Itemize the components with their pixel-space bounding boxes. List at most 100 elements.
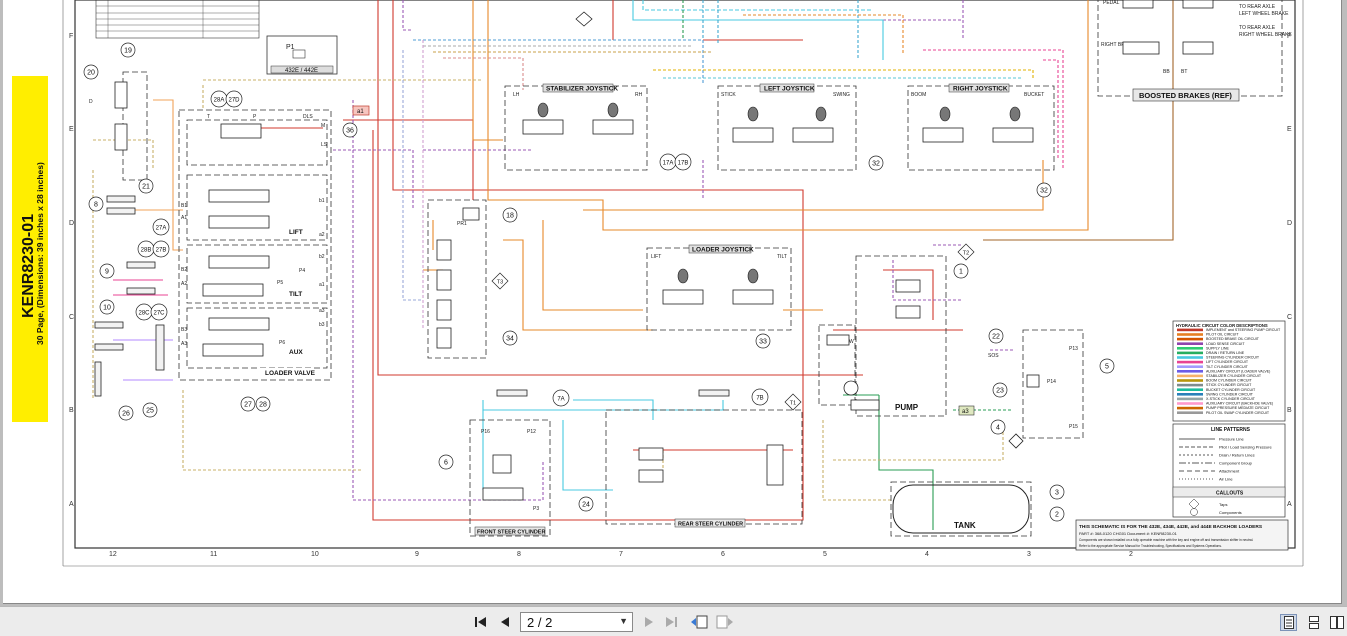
label-p15: P15 <box>1069 424 1078 430</box>
callout-22: 22 <box>992 334 1000 341</box>
legend-label: IMPLEMENT and STEERING PUMP CIRCUIT <box>1206 328 1281 332</box>
callout-10: 10 <box>103 305 111 312</box>
grid-row: C <box>1287 314 1292 321</box>
label-stick: STICK <box>721 92 736 98</box>
label-tank: TANK <box>954 521 976 530</box>
legend-swatch <box>1177 351 1203 355</box>
callout-4: 4 <box>996 425 1000 432</box>
callout-7b: 7B <box>756 396 763 402</box>
tag-a1: a1 <box>357 109 364 115</box>
chevron-down-icon: ▼ <box>619 616 628 626</box>
legend-swatch <box>1177 383 1203 387</box>
label-b2: B2 <box>181 267 187 273</box>
callouts: 19 20 21 8 27A 28A 27D 36 28B 27B 9 10 2… <box>83 42 1115 522</box>
label-left-wheel-brake: LEFT WHEEL BRAKE <box>1239 11 1289 17</box>
legend-swatch <box>1177 379 1203 382</box>
continuous-view-button[interactable] <box>1305 614 1322 631</box>
document-stamp <box>12 76 48 422</box>
legend-label: LIFT CYLINDER CIRCUIT <box>1206 360 1249 364</box>
label-bt: BT <box>1181 69 1187 75</box>
callout-27b: 27B <box>156 248 167 254</box>
label-a1r: a1 <box>319 282 325 288</box>
legend-label: PILOT OIL SWAP CYLINDER CIRCUIT <box>1206 411 1270 415</box>
label-to-rear-axle-right: TO REAR AXLE <box>1239 25 1276 31</box>
line-pattern: Attachment <box>1219 469 1240 474</box>
legend-label: DRAIN / RETURN LINE <box>1206 351 1245 355</box>
title-block-text: THIS SCHEMATIC IS FOR THE 432E, 434E, 44… <box>1079 524 1263 530</box>
line-pattern: Pilot / Load Sensing Pressure <box>1219 445 1272 450</box>
callout-28c: 28C <box>138 311 150 317</box>
drawing-frame <box>74 0 1296 549</box>
valve-symbols <box>114 0 1214 501</box>
legend-swatch <box>1177 356 1203 359</box>
previous-page-button[interactable] <box>496 613 514 631</box>
next-page-button[interactable] <box>640 613 658 631</box>
page-note: 30 Page, (Dimensions: 39 inches x 28 inc… <box>35 162 45 345</box>
grid-col: 7 <box>619 551 623 558</box>
label-aux: AUX <box>289 349 303 356</box>
legend-swatch <box>1177 406 1203 410</box>
legend-swatch <box>1177 397 1203 401</box>
callout-26: 26 <box>122 411 130 418</box>
callout-5: 5 <box>1105 364 1109 371</box>
label-loader-joystick: LOADER JOYSTICK <box>692 247 754 254</box>
label-to-rear-axle-left: TO REAR AXLE <box>1239 4 1276 10</box>
joystick-knobs <box>537 102 1021 284</box>
legend-label: BOOM CYLINDER CIRCUIT <box>1206 379 1253 383</box>
legend-label: BUCKET CYLINDER CIRCUIT <box>1206 388 1256 392</box>
page-number-select[interactable]: 2 / 2 ▼ <box>520 612 633 632</box>
callout-7a: 7A <box>557 397 564 403</box>
label-stabilizer-joystick: STABILIZER JOYSTICK <box>546 86 618 93</box>
previous-page-icon <box>501 617 509 627</box>
callout-legend-item: Components <box>1219 510 1242 515</box>
grid-col: 5 <box>823 551 827 558</box>
legend-swatch <box>1177 411 1203 414</box>
line-patterns-title: LINE PATTERNS <box>1211 427 1251 433</box>
callout-28b: 28B <box>141 248 152 254</box>
label-a3: A3 <box>181 341 187 347</box>
grid-row: E <box>69 126 74 133</box>
line-pattern: Pressure Line <box>1219 437 1244 442</box>
line-pattern: Drain / Return Lines <box>1219 453 1255 458</box>
first-page-button[interactable] <box>472 613 490 631</box>
facing-view-button[interactable] <box>1328 614 1345 631</box>
title-block: THIS SCHEMATIC IS FOR THE 432E, 434E, 44… <box>1075 519 1289 551</box>
label-p: P <box>253 114 257 120</box>
callout-33: 33 <box>759 339 767 346</box>
line-pattern: Component Group <box>1219 461 1253 466</box>
callout-20: 20 <box>87 70 95 77</box>
label-loader-valve: LOADER VALVE <box>265 370 316 377</box>
next-view-icon <box>716 615 733 629</box>
document-viewport[interactable]: 12 11 10 9 8 7 6 5 4 3 2 F E D C B A F E <box>0 0 1347 606</box>
label-t: T <box>207 114 210 120</box>
grid-col: 6 <box>721 551 725 558</box>
legend-label: STICK CYLINDER CIRCUIT <box>1206 383 1252 387</box>
grid-row: D <box>1287 220 1292 227</box>
callout-t3: T3 <box>497 280 503 286</box>
label-p5: P5 <box>277 280 283 286</box>
tag-a3: a3 <box>962 409 969 415</box>
legend-swatch <box>1177 388 1203 391</box>
callout-27d: 27D <box>228 98 240 104</box>
previous-view-button[interactable] <box>690 613 708 631</box>
callout-32: 32 <box>872 161 880 168</box>
refer-line: Refer to the appropriate Service Manual … <box>1079 544 1222 548</box>
callout-34: 34 <box>506 336 514 343</box>
hydraulic-schematic: 12 11 10 9 8 7 6 5 4 3 2 F E D C B A F E <box>12 0 1304 567</box>
single-page-icon <box>1283 616 1294 629</box>
label-swing: SWING <box>833 92 850 98</box>
callout-28a: 28A <box>214 98 225 104</box>
callout-2: 2 <box>1055 512 1059 519</box>
part-line: PART #: 368-0120 CHG01 Document #: KENR8… <box>1079 531 1178 536</box>
legend-swatch <box>1177 393 1203 396</box>
last-page-button[interactable] <box>662 613 680 631</box>
grid-columns: 12 11 10 9 8 7 6 5 4 3 2 <box>109 551 1133 558</box>
next-view-button[interactable] <box>716 613 734 631</box>
callout-36: 36 <box>346 128 354 135</box>
grid-row: F <box>69 33 73 40</box>
callout-legend-item: Taps <box>1219 502 1227 507</box>
label-a2r: a2 <box>319 232 325 238</box>
grid-row: B <box>1287 407 1292 414</box>
legend-label: TILT CYLINDER CIRCUIT <box>1206 365 1249 369</box>
single-page-view-button[interactable] <box>1280 614 1297 631</box>
